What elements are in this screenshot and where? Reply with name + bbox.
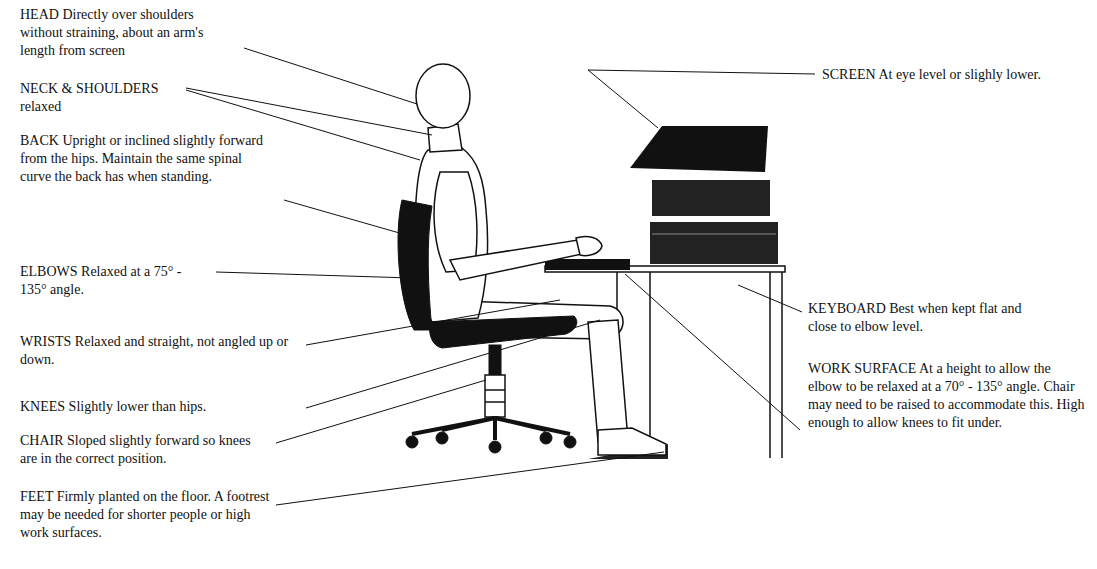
chair-column bbox=[489, 345, 501, 375]
callout-label: WORK SURFACE At a height to allow the el… bbox=[808, 360, 1088, 432]
leader-line bbox=[625, 274, 800, 430]
monitor-base bbox=[652, 180, 770, 216]
leader-line bbox=[738, 285, 802, 312]
chair bbox=[398, 200, 577, 453]
leader-line bbox=[306, 320, 600, 408]
desk bbox=[545, 266, 785, 458]
piston-band bbox=[485, 401, 505, 403]
leader-line bbox=[216, 272, 412, 278]
chair-piston bbox=[485, 375, 505, 417]
callout-label: CHAIR Sloped slightly forward so knees a… bbox=[20, 432, 270, 468]
chair-wheel bbox=[564, 436, 576, 448]
foot bbox=[598, 428, 666, 455]
callout-label: ELBOWS Relaxed at a 75° - 135° angle. bbox=[20, 263, 210, 299]
leader-line bbox=[186, 88, 432, 135]
lower-leg bbox=[588, 320, 628, 442]
leader-line bbox=[284, 200, 410, 236]
chair-back bbox=[398, 200, 432, 330]
leader-line bbox=[186, 90, 420, 160]
keyboard bbox=[545, 259, 630, 270]
leader-lines bbox=[186, 48, 815, 505]
leader-line bbox=[276, 452, 664, 505]
hand bbox=[576, 236, 602, 255]
callout-label: HEAD Directly over shoulders without str… bbox=[20, 6, 235, 60]
case-line bbox=[652, 234, 776, 235]
desk-leg bbox=[781, 272, 783, 458]
computer-case bbox=[650, 222, 778, 264]
leader-line bbox=[244, 48, 417, 104]
chair-wheel bbox=[540, 432, 552, 444]
chair-wheel bbox=[406, 436, 418, 448]
chair-wheel bbox=[489, 441, 501, 453]
screen bbox=[630, 126, 768, 172]
chair-seat bbox=[430, 316, 577, 348]
callout-label: KNEES Slightly lower than hips. bbox=[20, 398, 300, 416]
leader-line bbox=[276, 380, 486, 443]
leader-line bbox=[306, 300, 560, 345]
callout-label: WRISTS Relaxed and straight, not angled … bbox=[20, 333, 300, 369]
callout-label: NECK & SHOULDERS relaxed bbox=[20, 80, 180, 116]
person bbox=[416, 64, 667, 455]
piston-band bbox=[485, 389, 505, 391]
head bbox=[416, 64, 470, 128]
desk-leg bbox=[649, 272, 651, 458]
callout-label: BACK Upright or inclined slightly forwar… bbox=[20, 132, 275, 186]
chair-wheel bbox=[436, 432, 448, 444]
callout-label: FEET Firmly planted on the floor. A foot… bbox=[20, 488, 270, 542]
desk-leg bbox=[769, 272, 771, 458]
forearm bbox=[450, 240, 582, 280]
computer bbox=[545, 126, 778, 270]
callout-label: SCREEN At eye level or slighly lower. bbox=[822, 66, 1052, 84]
leader-line bbox=[588, 70, 815, 128]
callout-label: KEYBOARD Best when kept flat and close t… bbox=[808, 300, 1053, 336]
